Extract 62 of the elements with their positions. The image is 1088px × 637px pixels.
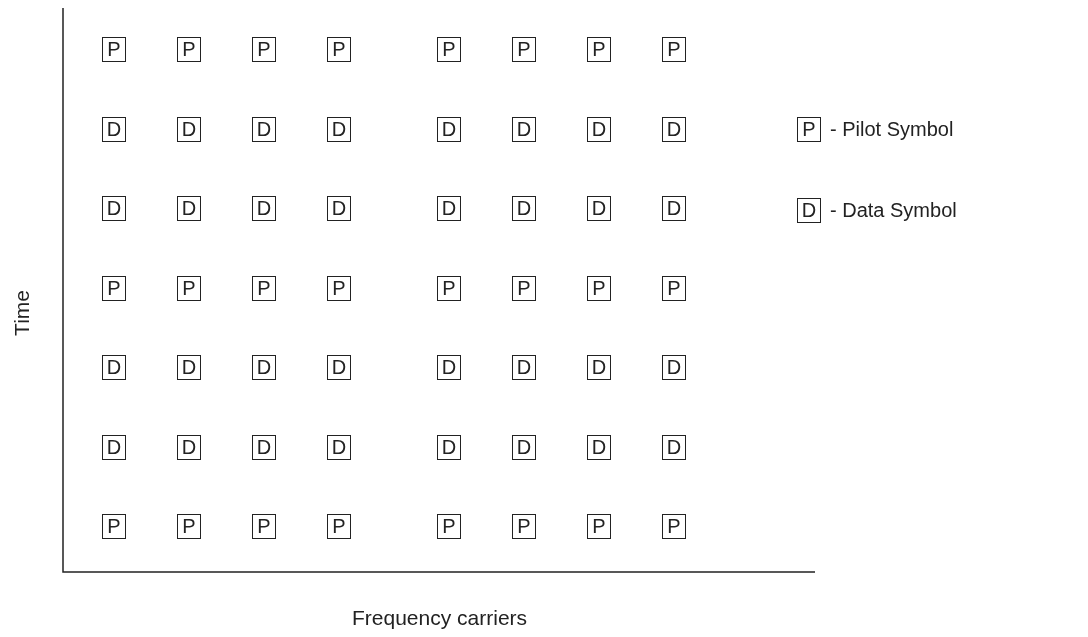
symbol-box: D <box>327 116 351 142</box>
symbol-box: D <box>252 116 276 142</box>
symbol-box: D <box>587 355 611 380</box>
symbol-box: P <box>177 275 201 301</box>
symbol-box: P <box>327 37 351 62</box>
symbol-box: D <box>177 355 201 380</box>
symbol-box: D <box>327 434 351 460</box>
symbol-box: P <box>437 37 461 62</box>
symbol-box: P <box>102 275 126 301</box>
symbol-box: P <box>437 275 461 301</box>
symbol-box: D <box>797 198 821 223</box>
symbol-box: P <box>662 37 686 62</box>
symbol-box: D <box>252 355 276 380</box>
symbol-box: D <box>587 196 611 221</box>
symbol-box: P <box>252 514 276 539</box>
symbol-box: P <box>437 514 461 539</box>
symbol-box: D <box>662 434 686 460</box>
symbol-box: P <box>662 275 686 301</box>
symbol-box: D <box>437 196 461 221</box>
symbol-box: D <box>327 196 351 221</box>
symbol-box: P <box>327 514 351 539</box>
axis-label: Frequency carriers <box>352 606 528 630</box>
symbol-box: D <box>512 434 536 460</box>
symbol-box: D <box>512 196 536 221</box>
symbol-box: P <box>252 37 276 62</box>
axis-label: Time <box>10 290 34 336</box>
symbol-box: P <box>102 37 126 62</box>
symbol-box: P <box>102 514 126 539</box>
symbol-box: P <box>512 514 536 539</box>
symbol-box: D <box>437 116 461 142</box>
symbol-box: D <box>177 434 201 460</box>
symbol-box: P <box>587 37 611 62</box>
symbol-box: P <box>797 117 821 142</box>
symbol-box: D <box>662 116 686 142</box>
symbol-box: P <box>587 514 611 539</box>
symbol-box: P <box>252 275 276 301</box>
symbol-box: P <box>177 514 201 539</box>
symbol-box: D <box>177 116 201 142</box>
symbol-box: P <box>662 514 686 539</box>
legend-text: - Data Symbol <box>830 199 957 222</box>
symbol-box: D <box>662 196 686 221</box>
symbol-box: D <box>587 116 611 142</box>
symbol-box: D <box>252 434 276 460</box>
symbol-box: D <box>437 355 461 380</box>
symbol-box: D <box>177 196 201 221</box>
symbol-box: D <box>327 355 351 380</box>
symbol-box: D <box>102 196 126 221</box>
symbol-box: D <box>102 355 126 380</box>
symbol-box: D <box>512 116 536 142</box>
symbol-box: P <box>587 275 611 301</box>
legend-text: - Pilot Symbol <box>830 118 954 141</box>
symbol-box: P <box>327 275 351 301</box>
symbol-box: D <box>587 434 611 460</box>
symbol-box: P <box>512 275 536 301</box>
symbol-box: P <box>177 37 201 62</box>
symbol-box: D <box>102 116 126 142</box>
symbol-box: D <box>437 434 461 460</box>
symbol-box: D <box>102 434 126 460</box>
symbol-box: P <box>512 37 536 62</box>
symbol-box: D <box>512 355 536 380</box>
symbol-box: D <box>252 196 276 221</box>
symbol-box: D <box>662 355 686 380</box>
